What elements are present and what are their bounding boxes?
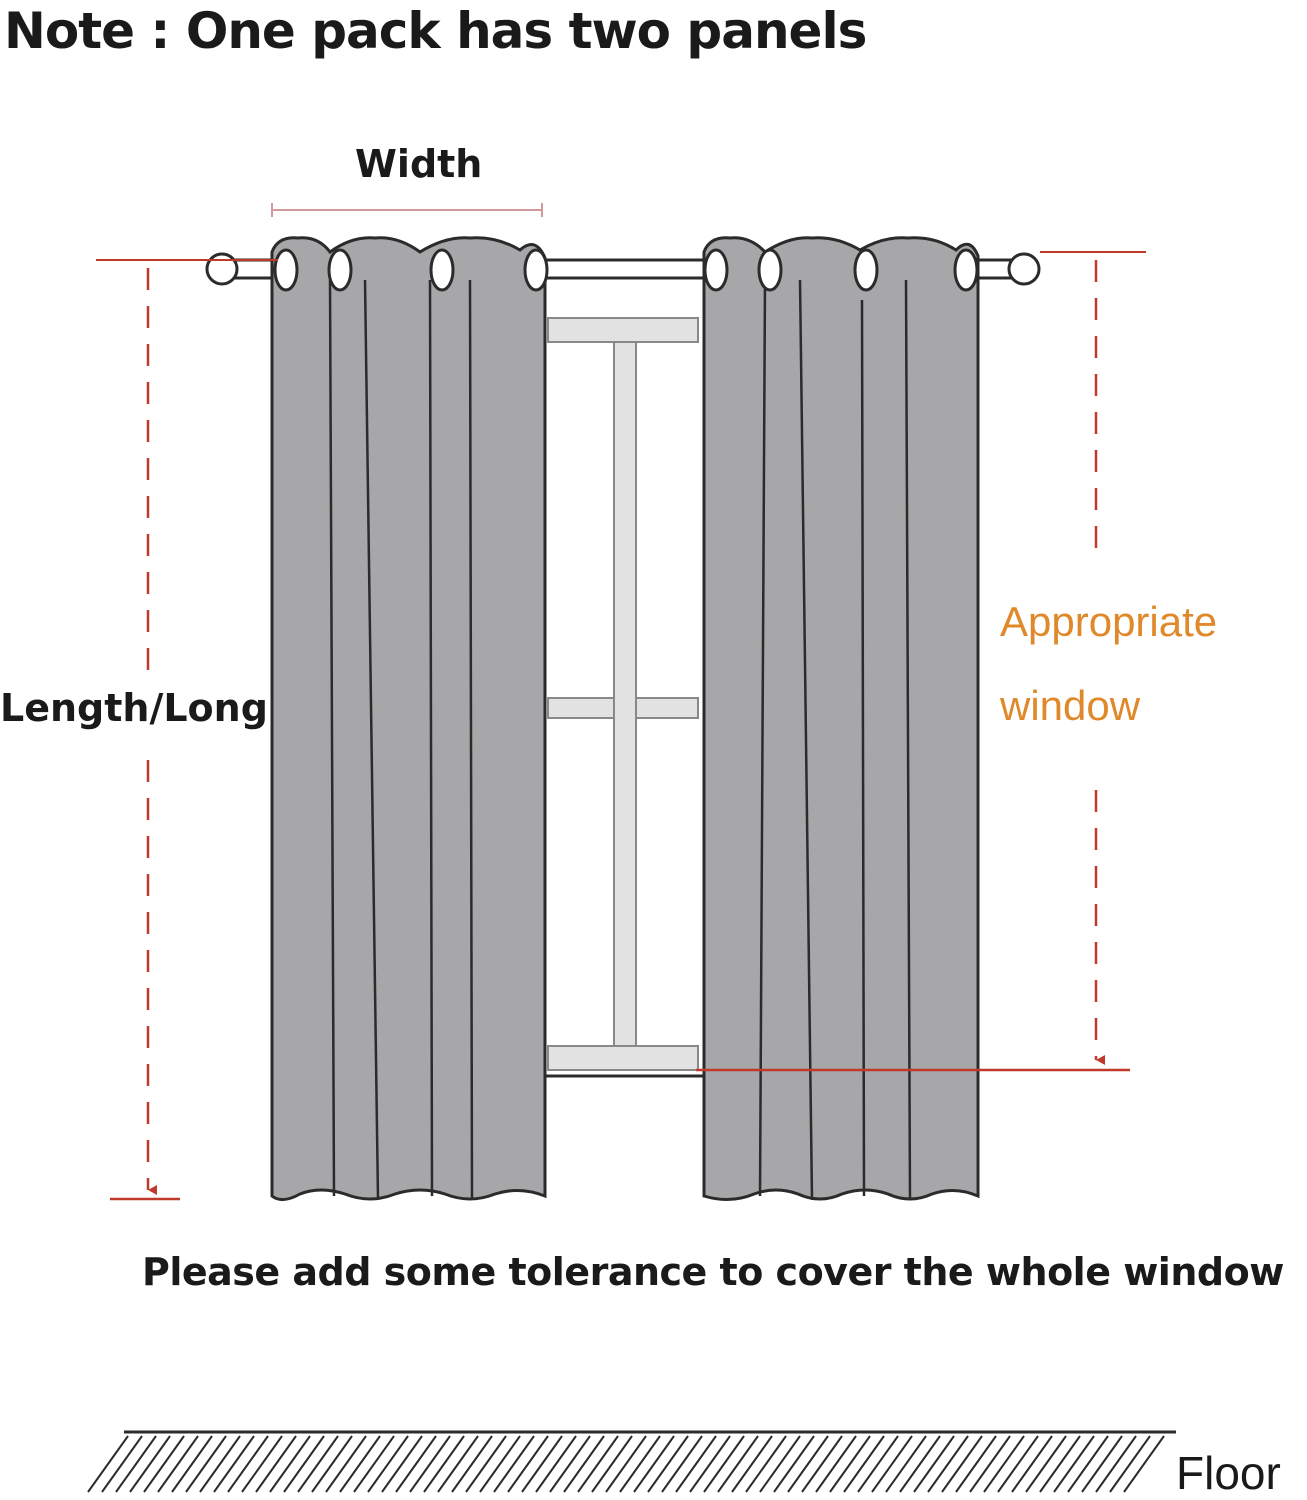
floor-hatch-line bbox=[1053, 1435, 1095, 1493]
floor-hatch-line bbox=[731, 1435, 773, 1493]
floor-hatch-line bbox=[283, 1435, 325, 1493]
page-title: Note : One pack has two panels bbox=[4, 2, 867, 60]
floor-hatch-line bbox=[213, 1435, 255, 1493]
rod-finial-right bbox=[1007, 252, 1041, 286]
floor-hatch-line bbox=[759, 1435, 801, 1493]
floor-hatch-line bbox=[885, 1435, 927, 1493]
floor-hatch-line bbox=[857, 1435, 899, 1493]
floor-hatch-line bbox=[171, 1435, 213, 1493]
floor-hatch-line bbox=[1109, 1435, 1151, 1493]
floor-hatch-line bbox=[1067, 1435, 1109, 1493]
floor-hatch-line bbox=[871, 1435, 913, 1493]
window-frame bbox=[538, 274, 707, 1078]
floor-hatch-line bbox=[143, 1435, 185, 1493]
floor-hatch-line bbox=[619, 1435, 661, 1493]
floor-hatch-line bbox=[703, 1435, 745, 1493]
floor-hatch-line bbox=[451, 1435, 493, 1493]
floor-hatch-line bbox=[633, 1435, 675, 1493]
length-dimension bbox=[96, 259, 278, 1201]
floor-hatch-line bbox=[591, 1435, 633, 1493]
floor-hatch-line bbox=[675, 1435, 717, 1493]
curtain-panel-right bbox=[702, 236, 980, 1201]
floor-hatch-line bbox=[549, 1435, 591, 1493]
floor-hatch-line bbox=[409, 1435, 451, 1493]
floor-hatch-line bbox=[661, 1435, 703, 1493]
floor-hatch-line bbox=[997, 1435, 1039, 1493]
floor-hatch-line bbox=[241, 1435, 283, 1493]
floor-hatch-line bbox=[983, 1435, 1025, 1493]
floor-hatch-line bbox=[227, 1435, 269, 1493]
floor-hatch-line bbox=[325, 1435, 367, 1493]
floor-hatch-line bbox=[773, 1435, 815, 1493]
floor-hatch-line bbox=[647, 1435, 689, 1493]
floor-hatch-line bbox=[465, 1435, 507, 1493]
floor-hatch-line bbox=[1011, 1435, 1053, 1493]
floor-hatch-line bbox=[381, 1435, 423, 1493]
floor-hatch-line bbox=[1095, 1435, 1137, 1493]
floor-hatch-line bbox=[927, 1435, 969, 1493]
floor-hatch-line bbox=[269, 1435, 311, 1493]
window-dimension bbox=[696, 251, 1146, 1072]
floor-hatch-line bbox=[493, 1435, 535, 1493]
floor-hatch-line bbox=[815, 1435, 857, 1493]
floor-hatch-line bbox=[255, 1435, 297, 1493]
floor-hatch-line bbox=[1039, 1435, 1081, 1493]
floor-hatch-line bbox=[507, 1435, 549, 1493]
floor-hatch-line bbox=[969, 1435, 1011, 1493]
floor-hatch-line bbox=[521, 1435, 563, 1493]
curtain-panel-left bbox=[270, 236, 549, 1201]
floor-hatch-line bbox=[745, 1435, 787, 1493]
floor-hatch-line bbox=[185, 1435, 227, 1493]
grommet-row-left bbox=[273, 248, 549, 292]
floor-line bbox=[87, 1430, 1176, 1493]
width-dimension bbox=[271, 203, 543, 217]
floor-hatch-line bbox=[311, 1435, 353, 1493]
floor-hatch-line bbox=[395, 1435, 437, 1493]
floor-hatch-line bbox=[479, 1435, 521, 1493]
floor-hatch-line bbox=[1081, 1435, 1123, 1493]
grommet-row-right bbox=[703, 248, 979, 292]
floor-hatch-line bbox=[1123, 1435, 1165, 1493]
floor-hatch-line bbox=[367, 1435, 409, 1493]
floor-hatch-line bbox=[101, 1435, 143, 1493]
floor-hatch-line bbox=[339, 1435, 381, 1493]
floor-hatch-line bbox=[787, 1435, 829, 1493]
floor-hatch-line bbox=[913, 1435, 955, 1493]
floor-hatch-line bbox=[437, 1435, 479, 1493]
rod-finial-left bbox=[205, 252, 239, 286]
floor-hatch-line bbox=[535, 1435, 577, 1493]
length-label: Length/Long bbox=[0, 686, 268, 730]
window-label: window bbox=[1000, 682, 1141, 729]
floor-hatch-line bbox=[423, 1435, 465, 1493]
floor-hatch-line bbox=[297, 1435, 339, 1493]
floor-label: Floor bbox=[1176, 1447, 1281, 1499]
floor-hatch-line bbox=[115, 1435, 157, 1493]
floor-hatch-line bbox=[577, 1435, 619, 1493]
floor-hatch-line bbox=[717, 1435, 759, 1493]
floor-hatch-line bbox=[353, 1435, 395, 1493]
width-label: Width bbox=[355, 142, 483, 186]
floor-hatch-line bbox=[605, 1435, 647, 1493]
appropriate-label: Appropriate bbox=[1000, 598, 1218, 645]
floor-hatch-line bbox=[689, 1435, 731, 1493]
floor-hatch-line bbox=[199, 1435, 241, 1493]
floor-hatch-line bbox=[1025, 1435, 1067, 1493]
tolerance-note: Please add some tolerance to cover the w… bbox=[142, 1250, 1284, 1294]
floor-hatch-line bbox=[129, 1435, 171, 1493]
floor-hatch-line bbox=[899, 1435, 941, 1493]
floor-hatch-line bbox=[843, 1435, 885, 1493]
floor-hatch-line bbox=[941, 1435, 983, 1493]
floor-hatch-line bbox=[87, 1435, 129, 1493]
floor-hatch-line bbox=[829, 1435, 871, 1493]
floor-hatch-line bbox=[563, 1435, 605, 1493]
floor-hatch-line bbox=[157, 1435, 199, 1493]
floor-hatch-line bbox=[955, 1435, 997, 1493]
floor-hatch-line bbox=[801, 1435, 843, 1493]
